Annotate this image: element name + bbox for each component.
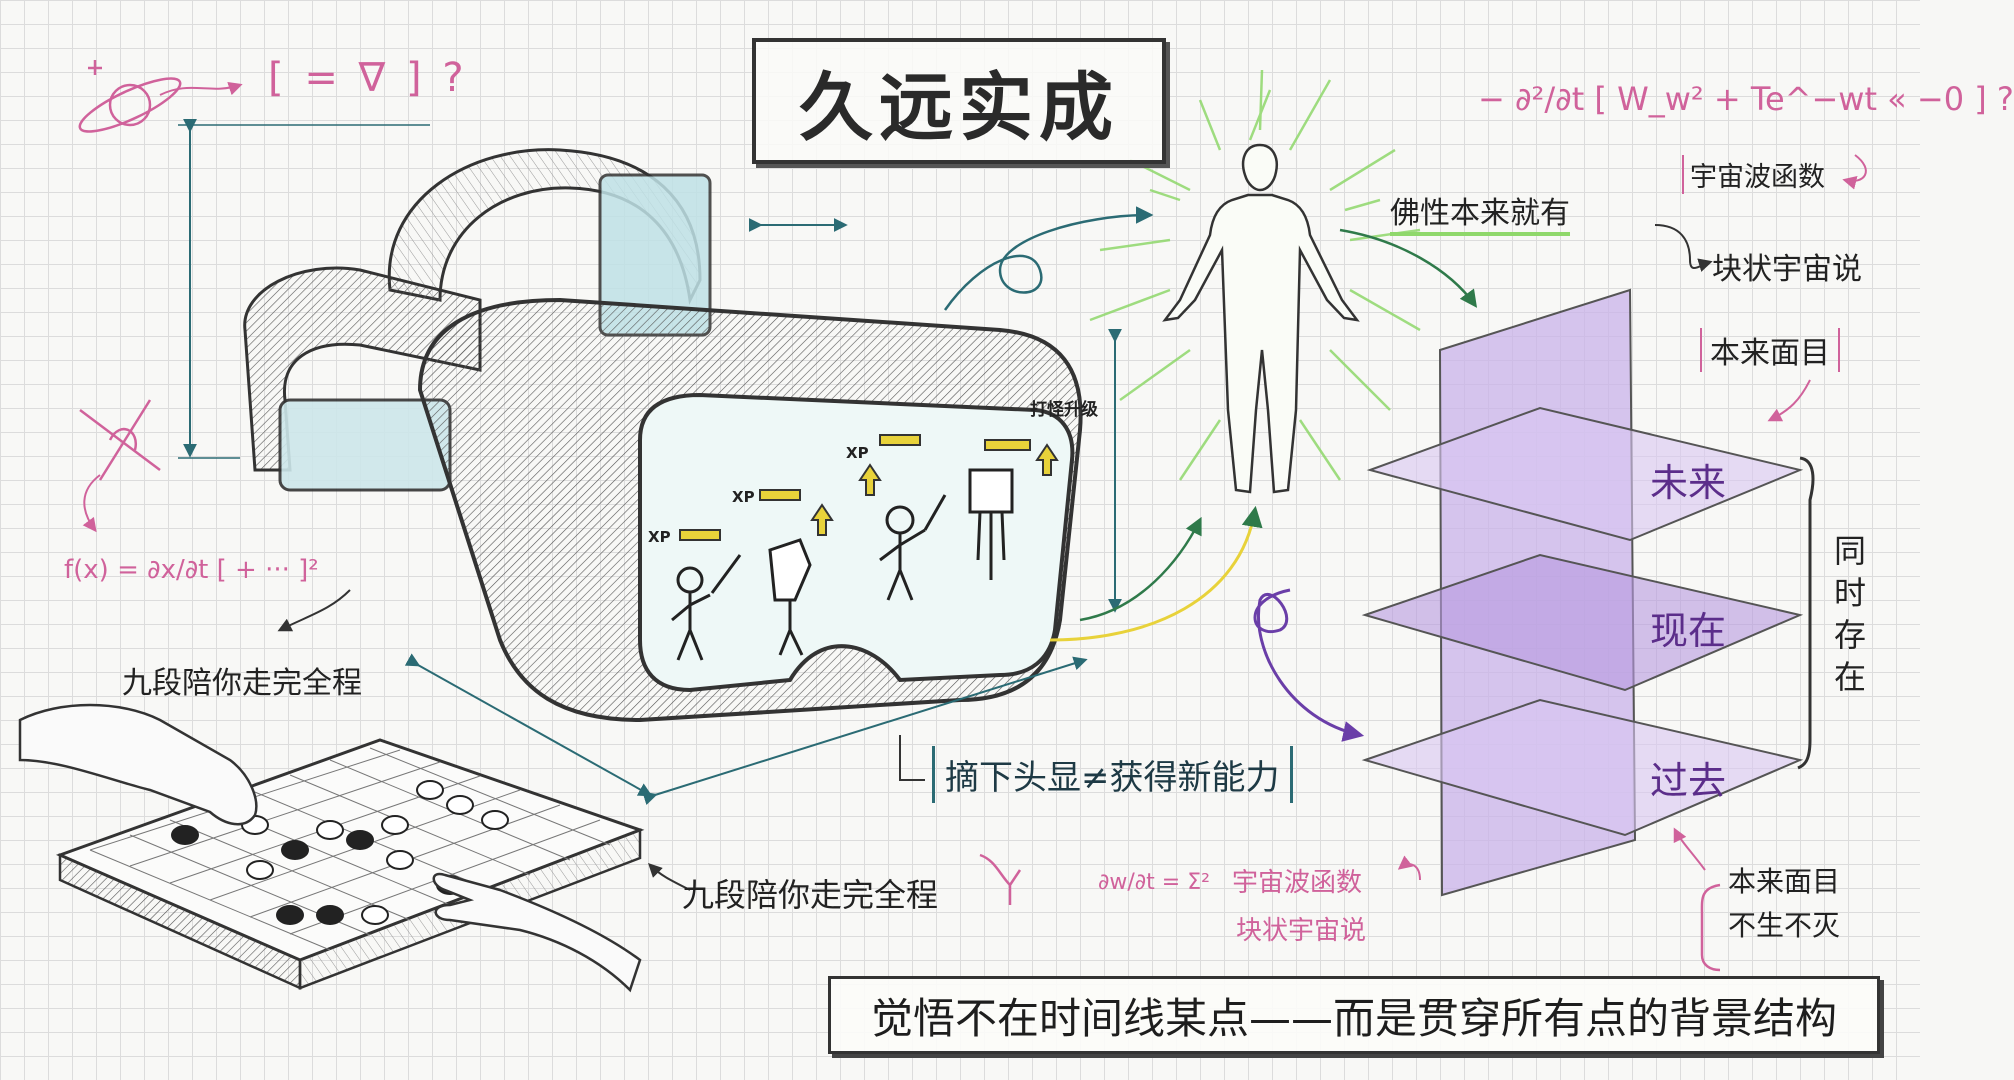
- nine-dan-label-bottom: 九段陪你走完全程: [682, 876, 939, 914]
- formula-top-left: [ = ∇ ] ?: [268, 55, 468, 101]
- page-title: 久远实成: [752, 38, 1166, 164]
- time-planes-illustration: [1361, 288, 1815, 972]
- unborn-undying-label: 不生不灭: [1728, 909, 1841, 942]
- xp-label-2: XP: [732, 488, 755, 506]
- vr-screen-label: 打怪升级: [1030, 400, 1098, 420]
- conclusion-box: 觉悟不在时间线某点——而是贯穿所有点的背景结构: [828, 976, 1880, 1054]
- universe-wave-label-bottom: 宇宙波函数: [1232, 868, 1363, 898]
- pink-doodles: [78, 60, 1022, 905]
- past-label: 过去: [1650, 759, 1727, 803]
- original-face-label-top: 本来面目: [1700, 328, 1840, 372]
- buddha-nature-label: 佛性本来就有: [1390, 188, 1570, 236]
- xp-label-1: XP: [648, 528, 671, 546]
- go-board-illustration: [18, 703, 645, 993]
- remove-headset-text: 摘下头显≠获得新能力: [945, 758, 1280, 798]
- block-universe-label-bottom: 块状宇宙说: [1236, 916, 1367, 946]
- sketch-artwork: [18, 60, 1867, 993]
- future-label: 未来: [1650, 461, 1727, 505]
- original-face-label-bottom: 本来面目: [1728, 865, 1841, 898]
- present-label: 现在: [1650, 609, 1727, 653]
- vr-headset-illustration: [178, 118, 1122, 806]
- formula-left-mid: f(x) = ∂x/∂t [ + ··· ]²: [64, 555, 319, 585]
- human-figure-illustration: [1089, 69, 1421, 494]
- block-universe-label-top: 块状宇宙说: [1712, 252, 1862, 287]
- remove-headset-box: 摘下头显≠获得新能力: [932, 746, 1293, 803]
- xp-label-3: XP: [846, 444, 869, 462]
- nine-dan-label-top: 九段陪你走完全程: [122, 666, 362, 701]
- formula-bottom-mid: ∂w/∂t = Σ²: [1098, 870, 1210, 895]
- formula-top-right: − ∂²/∂t [ W_w² + Te^−wt « −0 ] ?: [1478, 80, 2014, 118]
- coexist-label: 同时存在: [1834, 532, 1867, 696]
- connector-arrows: [82, 81, 1867, 891]
- conclusion-text: 觉悟不在时间线某点——而是贯穿所有点的背景结构: [870, 993, 1837, 1043]
- page-title-text: 久远实成: [799, 64, 1119, 151]
- universe-wave-label-top: 宇宙波函数: [1682, 155, 1825, 194]
